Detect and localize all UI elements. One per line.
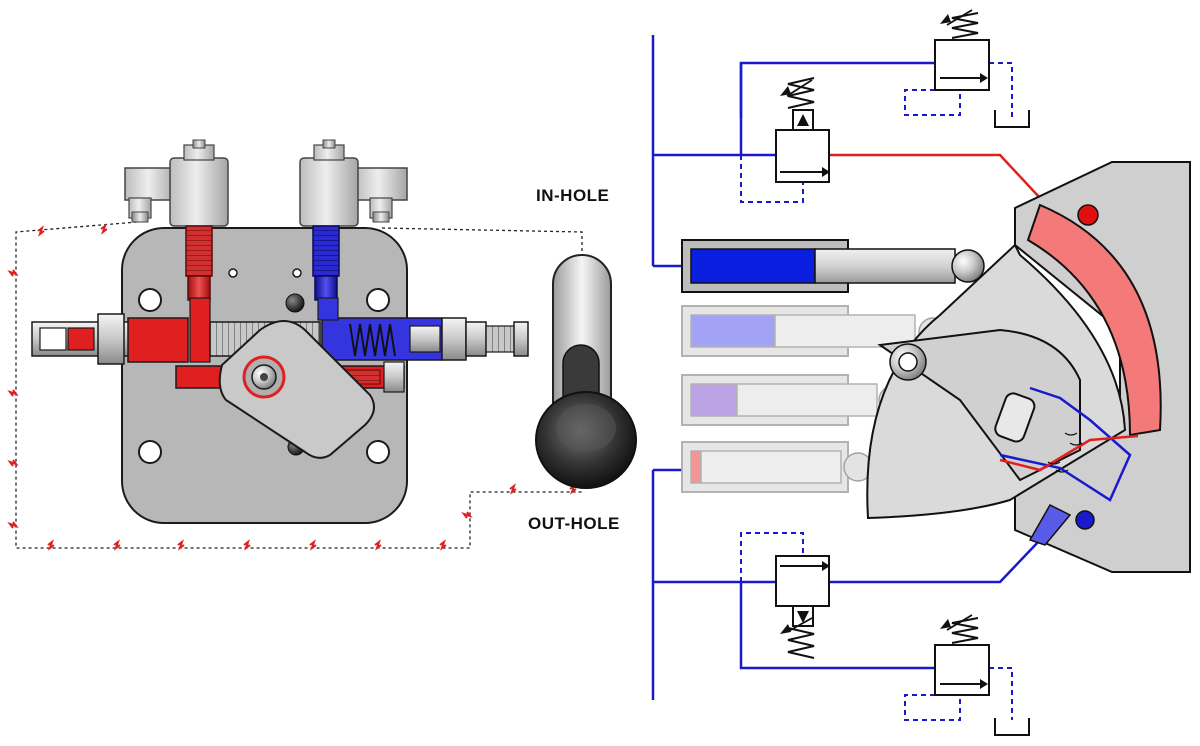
cylinder-ghost bbox=[681, 374, 908, 426]
cylinder-active bbox=[681, 239, 985, 293]
joystick-handle-icon bbox=[535, 254, 637, 489]
spool-assembly bbox=[31, 297, 529, 365]
out-hole-label: OUT-HOLE bbox=[528, 514, 620, 533]
spring-icon bbox=[349, 323, 396, 357]
electrical-wiring bbox=[7, 221, 583, 551]
rotary-actuator bbox=[866, 161, 1191, 573]
cylinder-ghost bbox=[681, 305, 948, 357]
wire-markers bbox=[7, 223, 577, 551]
circuit-lines bbox=[651, 35, 1041, 700]
mount-hole bbox=[138, 288, 162, 312]
mount-hole bbox=[366, 288, 390, 312]
check-ball bbox=[285, 293, 305, 313]
solenoid-stem-blue bbox=[312, 225, 340, 301]
mount-hole bbox=[366, 440, 390, 464]
pilot-lines bbox=[740, 62, 1013, 721]
solenoid-coil-icon bbox=[124, 139, 229, 227]
mount-hole bbox=[138, 440, 162, 464]
cam-plate bbox=[218, 320, 375, 459]
in-hole-label: IN-HOLE bbox=[536, 186, 610, 205]
cylinder-ghost bbox=[681, 441, 873, 493]
tank-icon bbox=[994, 110, 1030, 736]
relief-valve-icon bbox=[775, 77, 830, 183]
check-valve-icon bbox=[775, 555, 830, 659]
solenoid-coil-icon bbox=[299, 139, 408, 227]
solenoid-stem-red bbox=[185, 225, 213, 301]
relief-valve-icon bbox=[934, 9, 990, 91]
relief-valve-icon bbox=[934, 614, 990, 696]
